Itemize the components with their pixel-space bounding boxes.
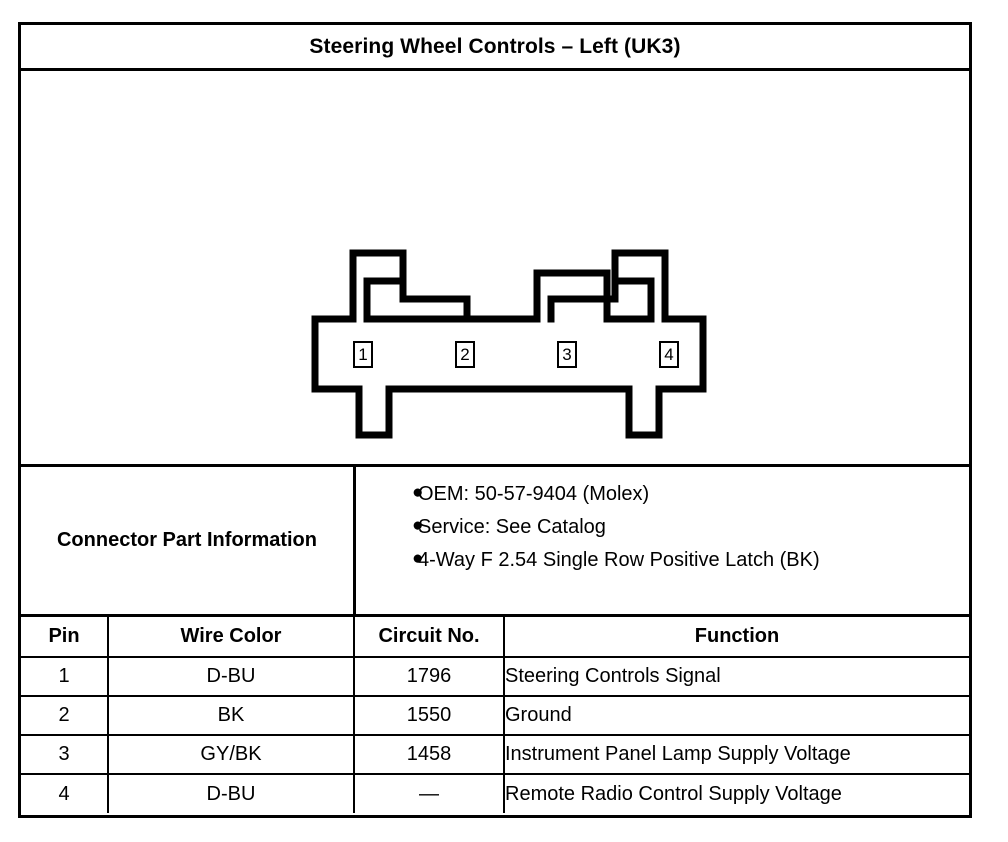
cell-wire-color: D-BU <box>107 773 355 813</box>
cell-wire-color: D-BU <box>107 656 355 697</box>
table-row: 4 D-BU — Remote Radio Control Supply Vol… <box>21 773 969 813</box>
bullet-icon: ● <box>412 548 424 569</box>
bullet-icon: ● <box>412 515 424 536</box>
cell-pin: 1 <box>21 656 109 697</box>
connector-info-sheet: Steering Wheel Controls – Left (UK3) 1 2… <box>18 22 972 818</box>
connector-part-information-row: Connector Part Information ● OEM: 50-57-… <box>21 467 969 617</box>
cell-wire-color: GY/BK <box>107 734 355 775</box>
cell-function: Instrument Panel Lamp Supply Voltage <box>503 734 969 775</box>
connector-part-information-list: ● OEM: 50-57-9404 (Molex) ● Service: See… <box>356 483 969 582</box>
cell-function: Remote Radio Control Supply Voltage <box>503 773 969 813</box>
sheet-title-row: Steering Wheel Controls – Left (UK3) <box>21 25 969 71</box>
pin-assignment-table: Pin Wire Color Circuit No. Function 1 D-… <box>21 617 969 813</box>
list-item: ● 4-Way F 2.54 Single Row Positive Latch… <box>356 549 969 582</box>
cell-pin: 4 <box>21 773 109 813</box>
cell-circuit-no: 1550 <box>353 695 505 736</box>
cell-circuit-no: 1796 <box>353 656 505 697</box>
cell-function: Ground <box>503 695 969 736</box>
connector-part-information-label: Connector Part Information <box>56 529 317 551</box>
cell-pin: 3 <box>21 734 109 775</box>
cell-pin: 2 <box>21 695 109 736</box>
connector-outline-icon <box>311 249 707 439</box>
pin-marker-1: 1 <box>353 341 373 368</box>
cell-wire-color: BK <box>107 695 355 736</box>
column-header-circuit-no: Circuit No. <box>353 617 505 658</box>
connector-part-information-label-cell: Connector Part Information <box>21 467 356 614</box>
connector-diagram-pane: 1 2 3 4 <box>21 71 969 467</box>
list-item: ● OEM: 50-57-9404 (Molex) <box>356 483 969 516</box>
pin-marker-2: 2 <box>455 341 475 368</box>
pin-marker-4: 4 <box>659 341 679 368</box>
cell-function: Steering Controls Signal <box>503 656 969 697</box>
column-header-wire-color: Wire Color <box>107 617 355 658</box>
bullet-icon: ● <box>412 482 424 503</box>
cell-circuit-no: — <box>353 773 505 813</box>
cell-circuit-no: 1458 <box>353 734 505 775</box>
column-header-pin: Pin <box>21 617 109 658</box>
list-item-label: Service: See Catalog <box>418 516 606 538</box>
table-header-row: Pin Wire Color Circuit No. Function <box>21 617 969 658</box>
table-row: 2 BK 1550 Ground <box>21 695 969 736</box>
table-row: 1 D-BU 1796 Steering Controls Signal <box>21 656 969 697</box>
list-item-label: OEM: 50-57-9404 (Molex) <box>418 483 650 505</box>
pin-marker-3: 3 <box>557 341 577 368</box>
connector-drawing: 1 2 3 4 <box>21 71 969 464</box>
list-item: ● Service: See Catalog <box>356 516 969 549</box>
connector-part-information-list-cell: ● OEM: 50-57-9404 (Molex) ● Service: See… <box>356 467 969 614</box>
table-row: 3 GY/BK 1458 Instrument Panel Lamp Suppl… <box>21 734 969 775</box>
page-title: Steering Wheel Controls – Left (UK3) <box>309 34 681 58</box>
column-header-function: Function <box>503 617 969 658</box>
list-item-label: 4-Way F 2.54 Single Row Positive Latch (… <box>418 549 820 571</box>
